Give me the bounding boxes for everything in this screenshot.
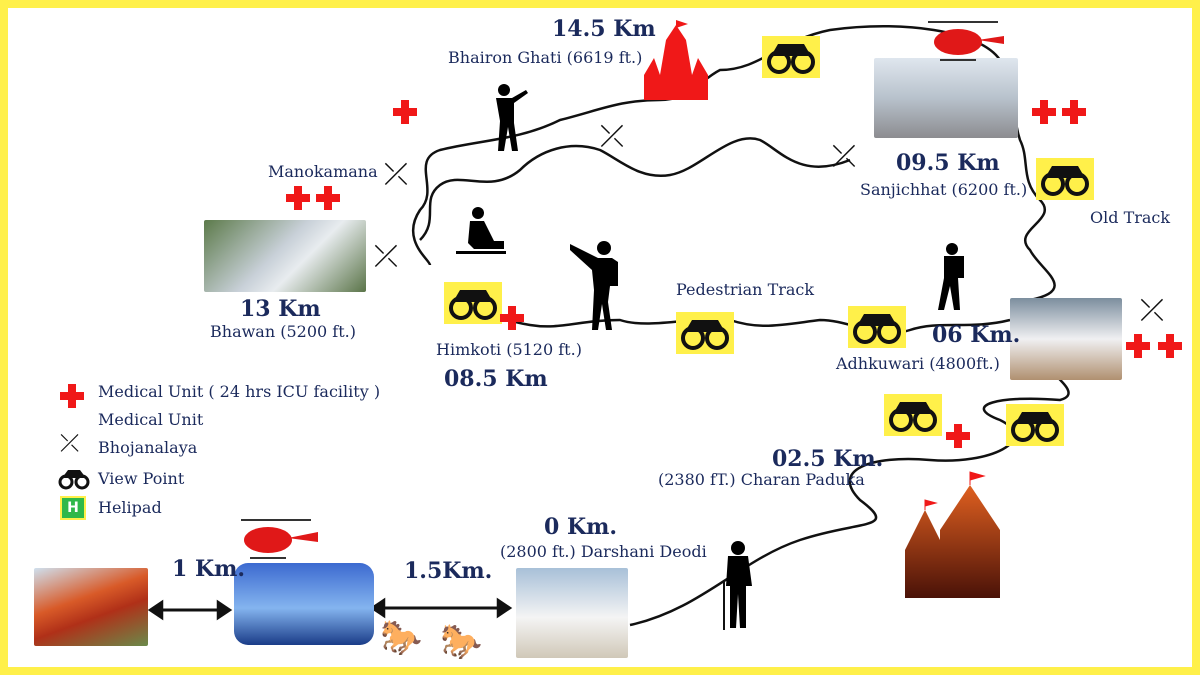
elderly-walker-icon <box>723 541 752 630</box>
charan-name: (2380 fT.) Charan Paduka <box>658 470 865 489</box>
binoculars-icon <box>58 470 90 490</box>
medical-unit-icon <box>500 306 524 330</box>
helicopter-icon <box>241 519 318 559</box>
train-photo <box>34 568 148 646</box>
medical-unit-icon <box>946 424 970 448</box>
medical-icu-icon <box>1126 334 1150 358</box>
bhojanalaya-icon: ⤫ <box>1140 293 1164 328</box>
medical-icu-icon <box>1032 100 1056 124</box>
darshani-km: 0 Km. <box>544 514 618 540</box>
sanjichhat-km: 09.5 Km <box>896 150 1000 176</box>
charan-paduka-temple-icon <box>905 471 1000 598</box>
manokamana-label: Manokamana <box>268 162 378 181</box>
medical-unit-icon <box>393 100 417 124</box>
sanjichhat-name: Sanjichhat (6200 ft.) <box>860 180 1028 199</box>
adhkuwari-name: Adhkuwari (4800ft.) <box>836 354 1000 373</box>
walking-hiker-icon <box>938 243 964 310</box>
viewpoint-binoculars-icon <box>444 282 502 324</box>
viewpoint-binoculars-icon <box>1006 404 1064 446</box>
medical-icu-icon <box>316 186 340 210</box>
red-cross-icon <box>60 384 84 408</box>
horse-icon: 🐎 <box>380 618 423 658</box>
middle-track-path <box>419 137 851 241</box>
bhojanalaya-icon: ⤫ <box>832 139 856 174</box>
adhkuwari-km: 06 Km. <box>932 322 1021 348</box>
charan-km: 02.5 Km. <box>772 446 884 472</box>
adhkuwari-photo <box>1010 298 1122 380</box>
legend-label: Bhojanalaya <box>98 438 198 457</box>
legend-label: Medical Unit <box>98 410 204 429</box>
viewpoint-binoculars-icon <box>884 394 942 436</box>
medical-icu-icon <box>1062 100 1086 124</box>
bus-icon <box>234 563 374 645</box>
himkoti-km: 08.5 Km <box>444 366 548 392</box>
helipad-icon: H <box>60 496 86 520</box>
viewpoint-binoculars-icon <box>762 36 820 78</box>
bhojanalaya-icon: ⤫ <box>600 119 624 154</box>
bhairon-name: Bhairon Ghati (6619 ft.) <box>448 48 643 67</box>
kneeling-pilgrim-icon <box>456 207 506 254</box>
bhawan-name: Bhawan (5200 ft.) <box>210 322 356 341</box>
himkoti-name: Himkoti (5120 ft.) <box>436 340 582 359</box>
distance-bus-deodi: 1.5Km. <box>404 558 493 584</box>
medical-icu-icon <box>286 186 310 210</box>
bhairon-km: 14.5 Km <box>552 16 656 42</box>
bhojanalaya-icon: ⤫ <box>384 157 408 192</box>
old-track-path <box>629 369 1070 627</box>
helicopter-icon <box>928 21 1004 61</box>
bhojanalaya-icon: ⤫ <box>374 239 398 274</box>
spoon-fork-icon: ⤫ <box>60 429 80 457</box>
pedestrian-track-label: Pedestrian Track <box>676 280 815 299</box>
legend-label: Helipad <box>98 498 162 517</box>
darshani-deodi-photo <box>516 568 628 658</box>
medical-icu-icon <box>1158 334 1182 358</box>
legend-label: Medical Unit ( 24 hrs ICU facility ) <box>98 382 381 401</box>
hiker-with-backpack-icon <box>570 241 618 330</box>
viewpoint-binoculars-icon <box>1036 158 1094 200</box>
legend-label: View Point <box>98 469 185 488</box>
sanjichhat-photo <box>874 58 1018 138</box>
bhawan-km: 13 Km <box>240 296 321 322</box>
bhairon-temple-icon <box>644 20 708 100</box>
bhawan-photo <box>204 220 366 292</box>
horse-icon: 🐎 <box>440 622 483 662</box>
viewpoint-binoculars-icon <box>676 312 734 354</box>
viewpoint-binoculars-icon <box>848 306 906 348</box>
hiker-pointing-icon <box>496 84 528 151</box>
old-track-label: Old Track <box>1090 208 1171 227</box>
distance-train-bus: 1 Km. <box>172 556 246 582</box>
darshani-name: (2800 ft.) Darshani Deodi <box>500 542 707 561</box>
